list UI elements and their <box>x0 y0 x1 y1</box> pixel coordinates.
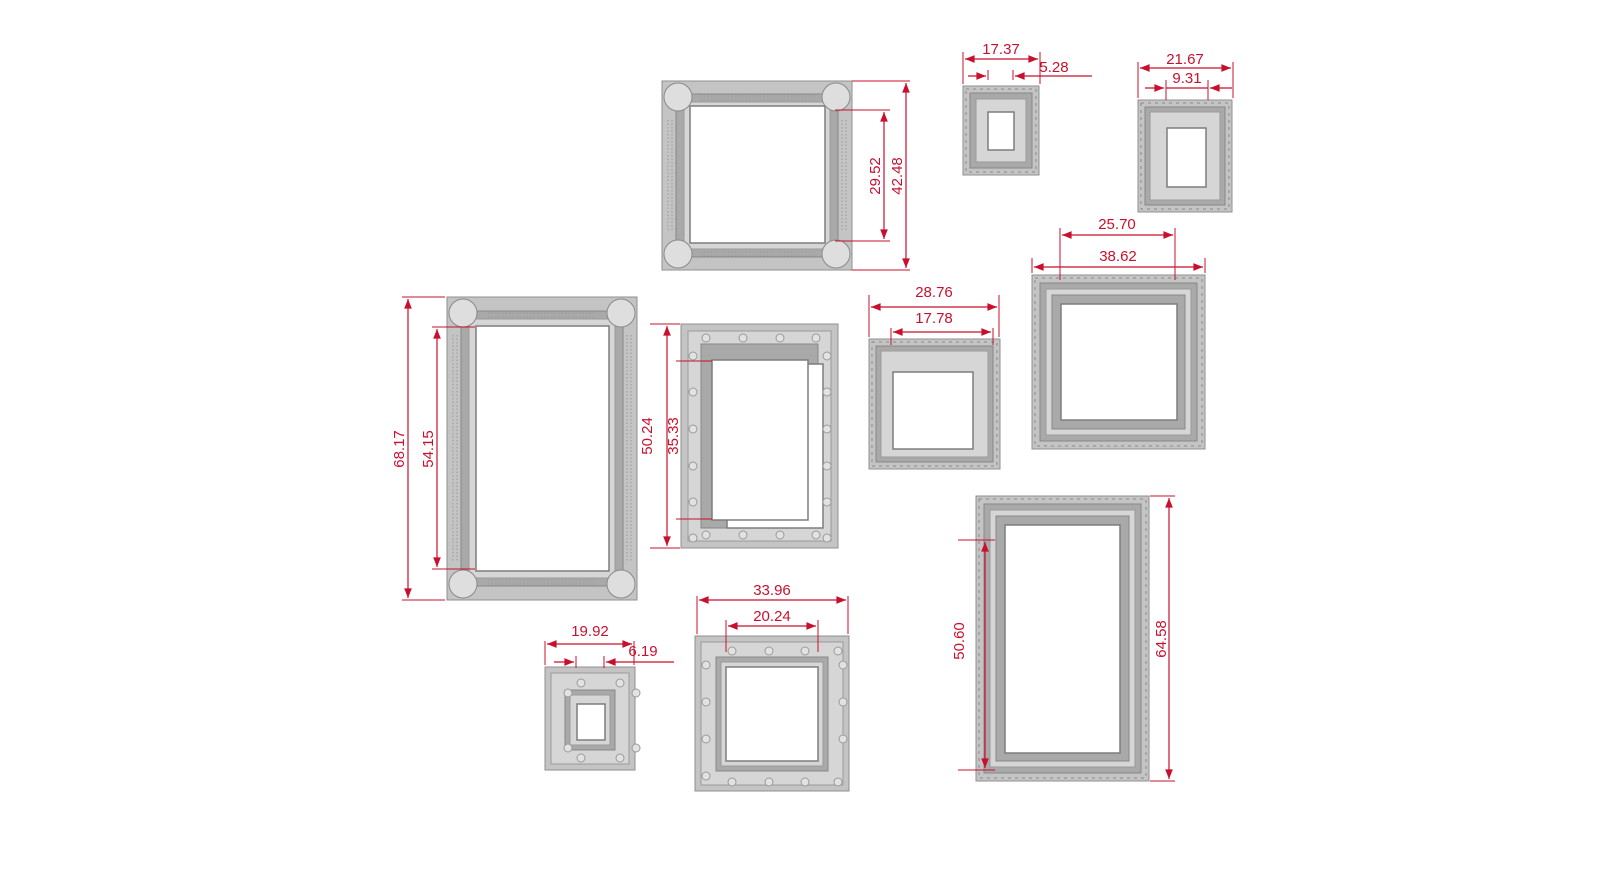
rosette-icon <box>606 298 636 328</box>
dimension-studded-square: 33.96 20.24 <box>696 582 849 652</box>
dimension-stepped-landscape: 25.70 38.62 <box>1031 216 1206 280</box>
rosette-icon <box>663 82 693 112</box>
outer-width-label: 21.67 <box>1166 51 1204 68</box>
outer-width-label: 28.76 <box>915 284 953 301</box>
outer-height-label: 68.17 <box>391 430 408 468</box>
frame-studded-portrait <box>680 323 839 549</box>
rosette-icon <box>821 82 851 112</box>
rosette-icon <box>448 569 478 599</box>
frame-small-portrait <box>1137 99 1233 213</box>
frame-stepped-landscape <box>1031 274 1206 450</box>
inner-height-label: 35.33 <box>665 417 682 455</box>
frame-beaded-square <box>868 338 1001 470</box>
inner-width-label: 25.70 <box>1098 216 1136 233</box>
inner-width-label: 17.78 <box>915 310 953 327</box>
stud-row <box>701 646 848 787</box>
rosette-icon <box>821 239 851 269</box>
dimension-studded-portrait: 50.24 35.33 <box>639 323 712 549</box>
frame-ornate-square <box>661 80 853 271</box>
outer-width-label: 19.92 <box>571 623 609 640</box>
dimension-small-deep: 17.37 5.28 <box>962 41 1092 84</box>
outer-width-label: 33.96 <box>753 582 791 599</box>
inner-width-label: 9.31 <box>1172 70 1201 87</box>
rosette-icon <box>663 239 693 269</box>
outer-height-label: 50.24 <box>639 417 656 455</box>
stud-row <box>688 333 832 543</box>
outer-height-label: 42.48 <box>889 157 906 195</box>
rosette-icon <box>448 298 478 328</box>
dimension-ornate-tall: 68.17 54.15 <box>391 296 475 601</box>
dimension-studded-small: 19.92 6.19 <box>544 623 674 668</box>
dimension-ornate-square: 29.52 42.48 <box>835 80 910 271</box>
inner-width-label: 20.24 <box>753 608 791 625</box>
inner-height-label: 50.60 <box>951 622 968 660</box>
outer-height-label: 64.58 <box>1153 620 1170 658</box>
frame-small-deep <box>962 85 1040 176</box>
frame-studded-small <box>544 666 641 771</box>
inner-height-label: 29.52 <box>867 157 884 195</box>
dimension-small-portrait: 21.67 9.31 <box>1137 51 1234 100</box>
inner-height-label: 54.15 <box>420 430 437 468</box>
inner-width-label: 5.28 <box>1039 59 1068 76</box>
dimension-beaded-square: 28.76 17.78 <box>868 284 1000 345</box>
rosette-icon <box>606 569 636 599</box>
outer-width-label: 17.37 <box>982 41 1020 58</box>
frame-ornate-tall <box>446 296 638 601</box>
frame-studded-square <box>694 635 850 792</box>
dimension-stepped-tall: 50.60 64.58 <box>951 495 1175 782</box>
inner-width-label: 6.19 <box>628 643 657 660</box>
stud-row <box>563 678 641 763</box>
frame-stepped-tall <box>975 495 1150 782</box>
outer-width-label: 38.62 <box>1099 248 1137 265</box>
